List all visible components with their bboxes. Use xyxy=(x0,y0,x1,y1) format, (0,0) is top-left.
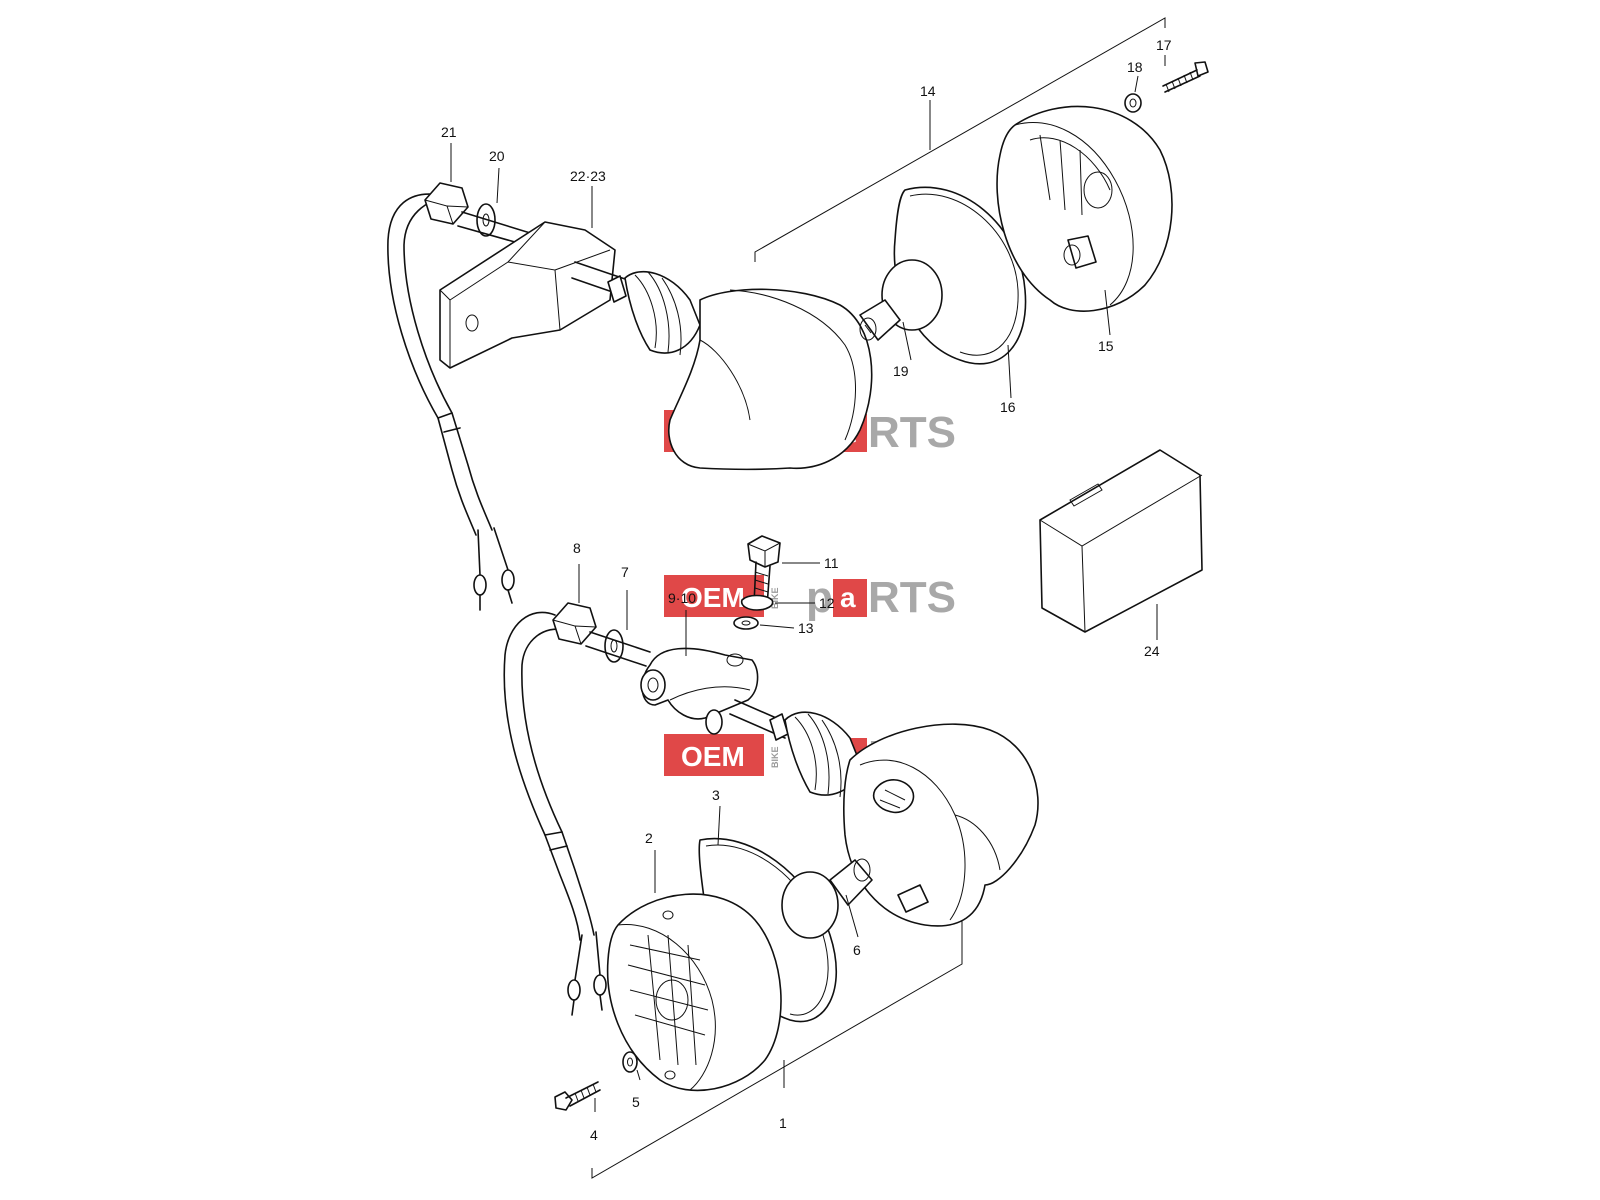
upper-socket xyxy=(624,270,701,354)
upper-wire-terminals xyxy=(473,527,515,611)
nut-8 xyxy=(552,602,597,645)
label-15: 15 xyxy=(1098,338,1114,354)
label-19: 19 xyxy=(893,363,909,379)
label-24: 24 xyxy=(1144,643,1160,659)
label-1: 1 xyxy=(779,1115,787,1131)
svg-text:a: a xyxy=(840,582,856,613)
label-2: 2 xyxy=(645,830,653,846)
label-6: 6 xyxy=(853,942,861,958)
bracket-lines xyxy=(591,17,1166,1179)
label-21: 21 xyxy=(441,124,457,140)
watermark-middle: OEM BIKE p a RTS xyxy=(664,573,956,622)
label-5: 5 xyxy=(632,1094,640,1110)
lower-wire-terminals xyxy=(567,931,607,1016)
label-8: 8 xyxy=(573,540,581,556)
svg-text:BIKE: BIKE xyxy=(770,587,780,609)
nut-21 xyxy=(424,182,469,225)
screw-17 xyxy=(1162,61,1209,93)
svg-text:BIKE: BIKE xyxy=(770,746,780,768)
lens-15 xyxy=(996,105,1173,312)
label-12: 12 xyxy=(819,595,835,611)
label-18: 18 xyxy=(1127,59,1143,75)
label-7: 7 xyxy=(621,564,629,580)
label-3: 3 xyxy=(712,787,720,803)
upper-turn-signal xyxy=(387,61,1209,611)
leader-lines xyxy=(450,55,1166,1112)
label-16: 16 xyxy=(1000,399,1016,415)
lock-washer-12 xyxy=(740,594,774,611)
washer-18 xyxy=(1124,93,1142,113)
label-14: 14 xyxy=(920,83,936,99)
bulb-6 xyxy=(781,858,873,939)
washer-13 xyxy=(733,616,759,630)
part-labels: 1 2 3 4 5 6 7 8 9·10 11 12 13 14 15 16 1… xyxy=(441,37,1172,1143)
screw-4 xyxy=(554,1081,601,1111)
o-ring-16 xyxy=(893,186,1027,365)
washer-5 xyxy=(622,1051,638,1073)
svg-text:OEM: OEM xyxy=(681,741,745,772)
bracket-22-23 xyxy=(439,221,616,369)
label-17: 17 xyxy=(1156,37,1172,53)
upper-wire-harness xyxy=(387,193,477,536)
svg-text:RTS: RTS xyxy=(868,573,956,622)
bracket-9-10 xyxy=(640,647,759,735)
relay-24 xyxy=(1039,449,1203,633)
lower-housing xyxy=(843,723,1039,927)
lower-wire-harness xyxy=(503,611,581,941)
bulb-19 xyxy=(859,259,943,341)
lower-turn-signal xyxy=(503,535,1039,1111)
label-22-23: 22·23 xyxy=(570,168,606,184)
svg-text:RTS: RTS xyxy=(868,408,956,457)
label-13: 13 xyxy=(798,620,814,636)
label-11: 11 xyxy=(824,555,839,571)
svg-text:OEM: OEM xyxy=(681,582,745,613)
label-20: 20 xyxy=(489,148,505,164)
bolt-11 xyxy=(747,535,781,607)
svg-text:p: p xyxy=(806,573,833,622)
upper-housing xyxy=(668,288,873,471)
lens-2 xyxy=(606,893,782,1092)
label-9-10: 9·10 xyxy=(668,590,696,606)
label-4: 4 xyxy=(590,1127,598,1143)
